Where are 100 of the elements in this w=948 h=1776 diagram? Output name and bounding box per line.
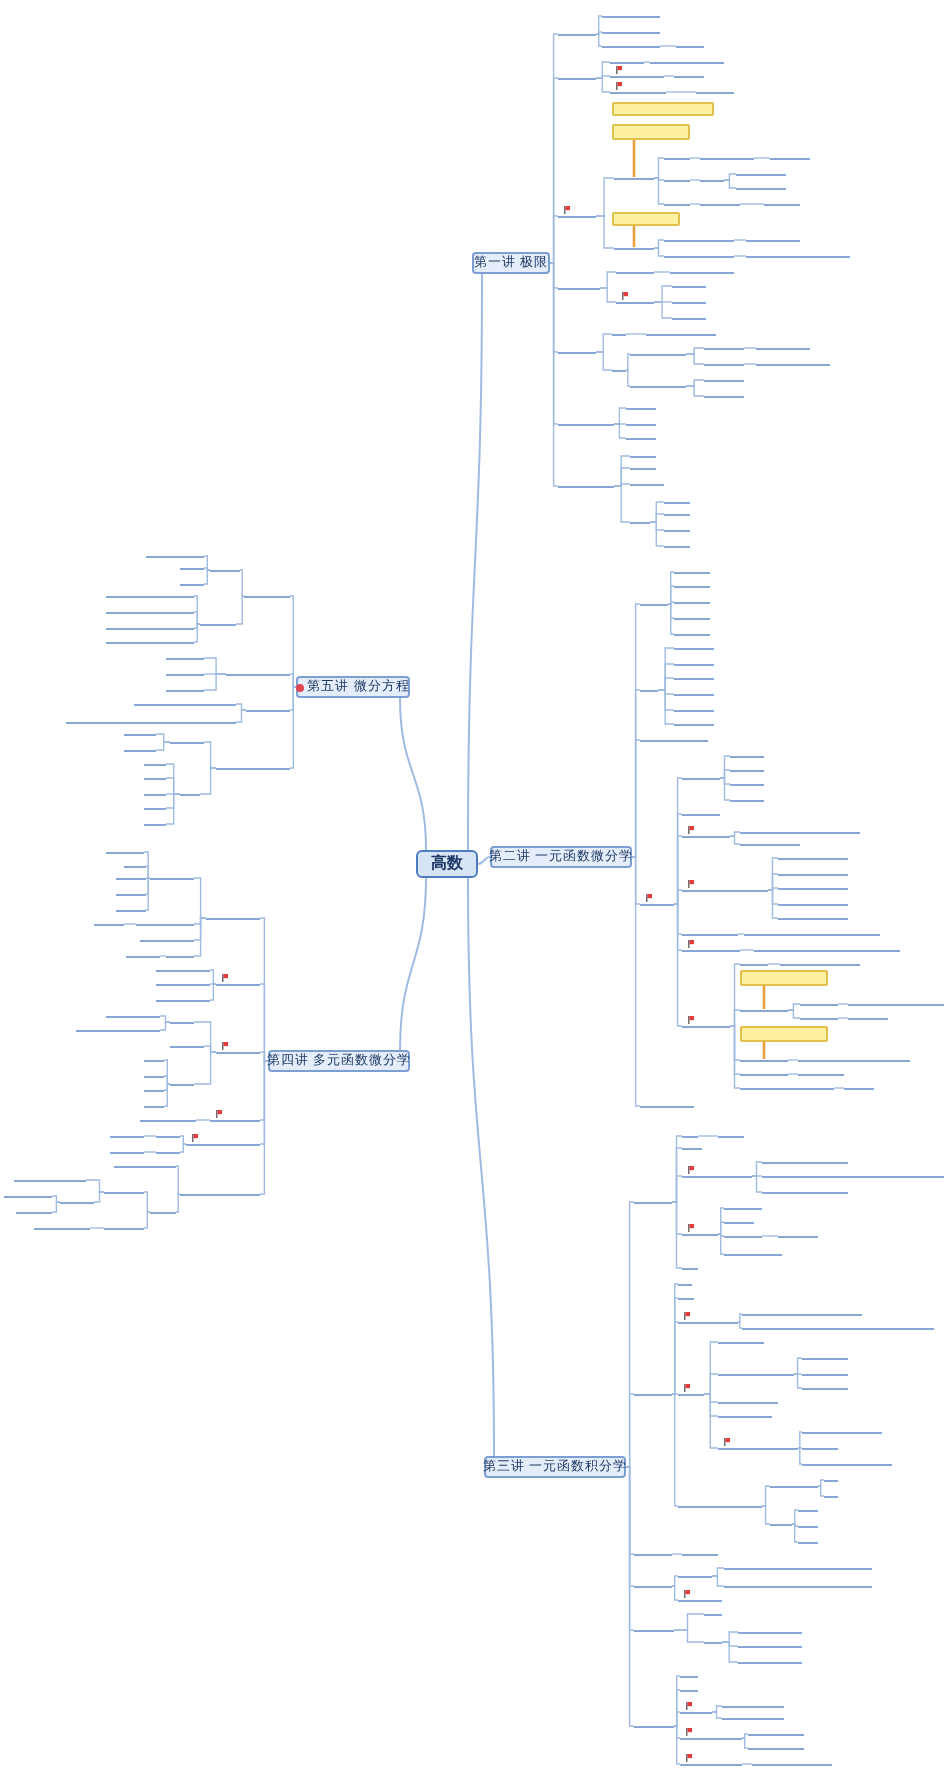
topic-underline <box>798 1541 818 1543</box>
branch-line <box>737 1321 743 1329</box>
topic-underline <box>764 203 800 205</box>
topic-underline <box>744 933 880 935</box>
topic-underline <box>724 1235 762 1237</box>
branch-line <box>743 347 757 349</box>
topic-underline <box>614 177 654 179</box>
branch-line <box>671 1553 683 1555</box>
topic-underline <box>664 179 690 181</box>
topic-underline <box>798 1509 818 1511</box>
topic-underline <box>144 1089 164 1091</box>
branch-line <box>613 407 627 425</box>
branch-line <box>793 1357 803 1375</box>
topic-underline <box>678 1283 692 1285</box>
topic-underline <box>800 1003 838 1005</box>
branch-line <box>203 741 217 769</box>
topic-underline <box>106 595 194 597</box>
branch-line <box>259 1060 269 1195</box>
topic-underline <box>740 1087 834 1089</box>
topic-underline <box>736 173 786 175</box>
topic-underline <box>756 363 830 365</box>
topic-underline <box>704 363 744 365</box>
branch-line <box>751 1161 763 1177</box>
topic-underline <box>634 1553 672 1555</box>
branch-line <box>837 1017 849 1019</box>
branch-line <box>787 1009 801 1019</box>
topic-underline <box>802 1357 848 1359</box>
topic-underline <box>740 1009 788 1011</box>
topic-underline <box>730 799 764 801</box>
topic-underline <box>126 955 160 957</box>
branch-line <box>791 1509 799 1525</box>
topic-underline <box>124 733 156 735</box>
topic-underline <box>626 423 656 425</box>
branch-line <box>671 1393 679 1507</box>
branch-line <box>697 1135 719 1137</box>
branch-line <box>711 1567 725 1577</box>
topic-underline <box>200 623 236 625</box>
branch-line <box>549 262 559 487</box>
branch-line <box>289 686 297 769</box>
topic-underline <box>704 1613 722 1615</box>
topic-box <box>296 676 410 698</box>
topic-underline <box>722 1705 784 1707</box>
topic-underline <box>742 1327 934 1329</box>
topic-underline <box>672 285 706 287</box>
branch-curve <box>399 877 427 1051</box>
topic-underline <box>610 61 644 63</box>
topic-underline <box>630 353 686 355</box>
topic-underline <box>146 555 204 557</box>
topic-underline <box>700 203 740 205</box>
branch-line <box>631 856 641 1107</box>
topic-underline <box>116 877 146 879</box>
callout-box <box>740 1026 828 1042</box>
callout-box <box>612 212 680 226</box>
topic-underline <box>670 271 734 273</box>
topic-underline <box>558 215 596 217</box>
topic-underline <box>678 1393 704 1395</box>
topic-underline <box>678 1505 762 1507</box>
topic-underline <box>844 1087 874 1089</box>
topic-underline <box>206 917 260 919</box>
branch-line <box>741 1763 753 1765</box>
branch-line <box>673 1629 705 1643</box>
branch-line <box>685 353 705 365</box>
topic-underline <box>674 693 714 695</box>
branch-line <box>613 485 631 523</box>
topic-underline <box>14 1179 86 1181</box>
branch-line <box>51 1201 61 1213</box>
topic-underline <box>718 1135 744 1137</box>
topic-underline <box>156 1151 180 1153</box>
branch-line <box>667 603 675 635</box>
branch-line <box>159 955 167 957</box>
topic-underline <box>144 1105 164 1107</box>
topic-underline <box>140 939 194 941</box>
branch-curve <box>477 856 491 865</box>
branch-line <box>665 91 697 93</box>
topic-underline <box>180 1193 260 1195</box>
topic-underline <box>104 1191 144 1193</box>
topic-underline <box>746 239 800 241</box>
topic-underline <box>674 75 704 77</box>
topic-underline <box>612 333 626 335</box>
topic-underline <box>680 1711 712 1713</box>
branch-line <box>751 1175 763 1193</box>
topic-underline <box>626 407 656 409</box>
topic-underline <box>724 1585 872 1587</box>
branch-line <box>673 1725 681 1765</box>
topic-underline <box>124 865 146 867</box>
topic-underline <box>778 917 848 919</box>
branch-line <box>193 917 207 957</box>
branch-line <box>729 1025 741 1089</box>
branch-line <box>671 1175 683 1203</box>
branch-line <box>793 1373 803 1389</box>
branch-line <box>653 247 665 257</box>
topic-underline <box>664 255 734 257</box>
branch-line <box>737 1313 743 1323</box>
branch-line <box>193 877 207 919</box>
topic-underline <box>778 1235 818 1237</box>
branch-line <box>625 1393 635 1468</box>
topic-underline <box>558 77 596 79</box>
topic-underline <box>700 157 754 159</box>
topic-underline <box>770 157 810 159</box>
branch-line <box>595 33 603 47</box>
